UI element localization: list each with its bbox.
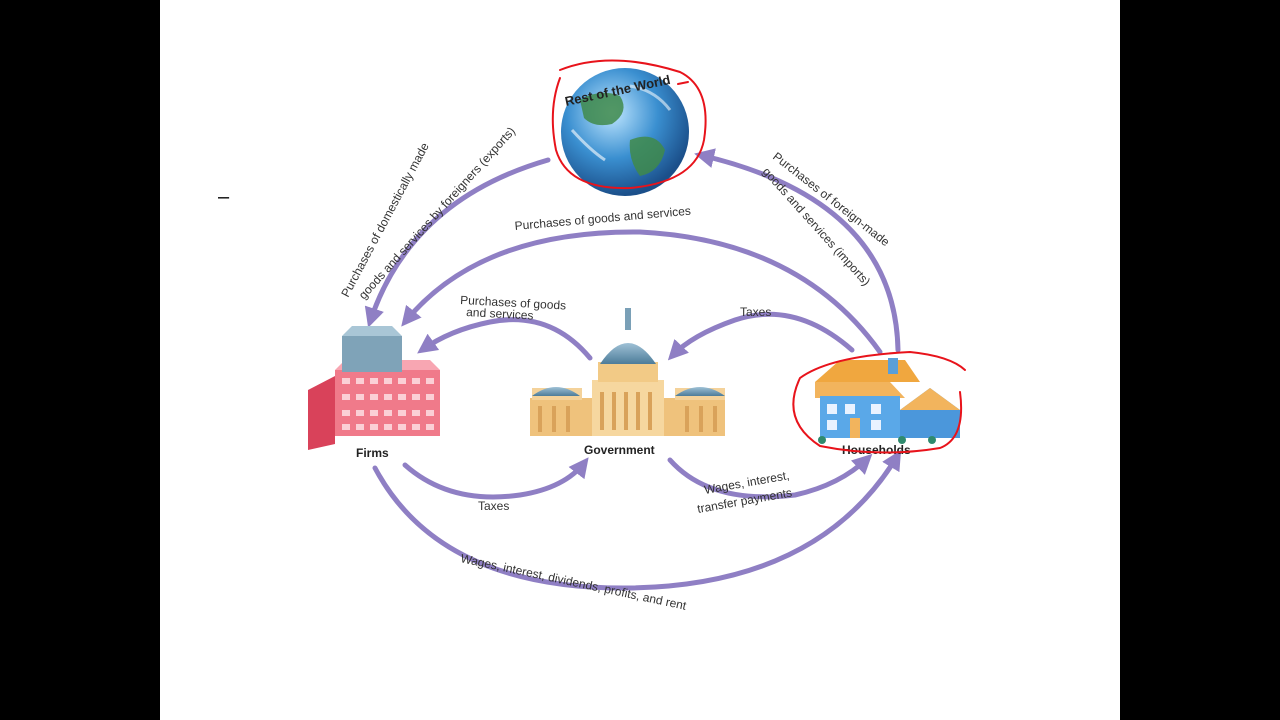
firm-taxes-arrow — [402, 457, 589, 500]
slide-page: – — [160, 0, 1120, 720]
firms-node: Firms — [308, 326, 440, 460]
gov-purchases-arrow — [417, 317, 593, 361]
bullet-dash: – — [218, 186, 230, 208]
circular-flow-diagram: Purchases of domestically made goods and… — [308, 59, 966, 613]
hh-purchases-arrow — [401, 229, 883, 355]
transfers-arrow — [667, 453, 873, 500]
office-building-icon — [308, 326, 440, 450]
gov-purchases-label-line1: Purchases of goods — [460, 293, 567, 313]
world-tick-annotation — [677, 81, 689, 85]
households-node: Households — [815, 358, 960, 457]
imports-arrow — [694, 148, 901, 353]
firms-label: Firms — [356, 446, 389, 460]
hh-purchases-label: Purchases of goods and services — [514, 204, 691, 233]
government-node: Government — [530, 308, 725, 457]
capitol-building-icon — [530, 308, 725, 436]
wages-label: Wages, interest, dividends, profits, and… — [459, 551, 688, 613]
government-label: Government — [584, 443, 655, 457]
globe-icon — [561, 68, 689, 196]
flow-arrows — [364, 148, 902, 591]
firm-taxes-label: Taxes — [478, 499, 509, 513]
world-circle-annotation — [551, 59, 707, 190]
households-label: Households — [842, 443, 911, 457]
hh-taxes-arrow — [667, 311, 855, 361]
households-circle-annotation — [792, 350, 966, 454]
hh-taxes-label: Taxes — [740, 305, 771, 319]
world-node: Rest of the World — [561, 68, 689, 196]
gov-purchases-label-line2: and services — [466, 305, 534, 323]
wages-arrow — [372, 449, 902, 591]
red-annotations — [551, 59, 966, 454]
house-icon — [815, 358, 960, 444]
exports-arrow — [364, 157, 551, 328]
